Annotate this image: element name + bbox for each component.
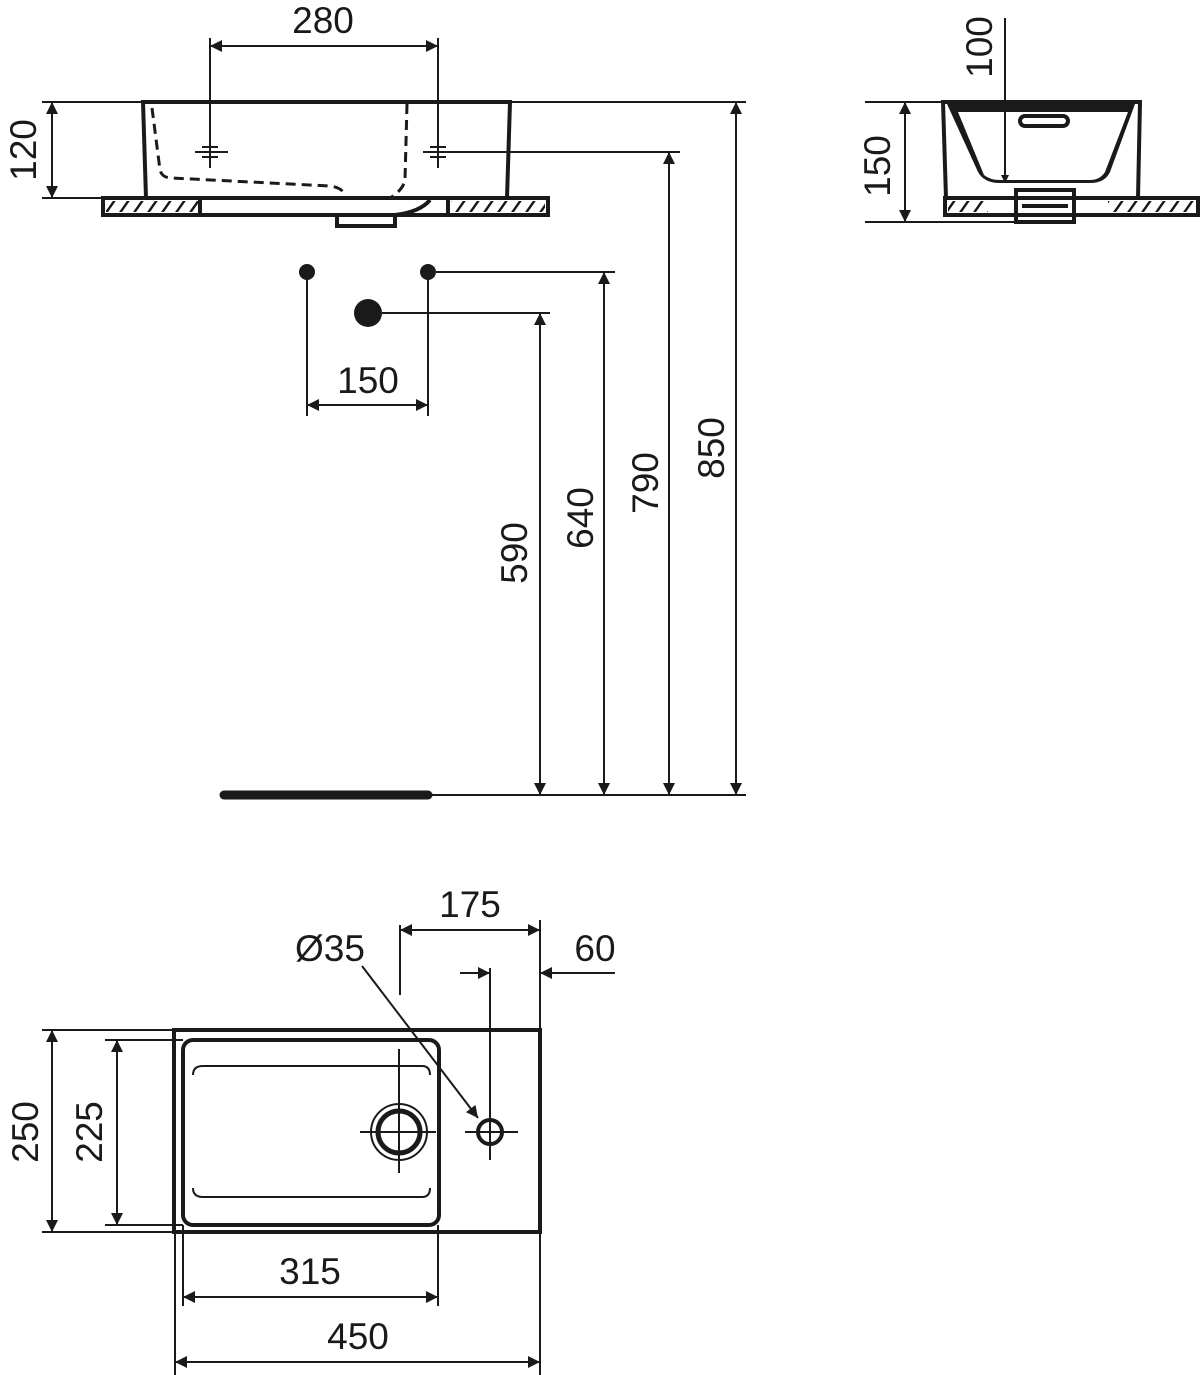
dim-280-label: 280 (292, 0, 354, 41)
tap-hole-cross-icon (195, 140, 456, 168)
dim-250-label: 250 (5, 1101, 46, 1163)
deck-plate (101, 196, 550, 217)
dim-225-label: 225 (69, 1101, 110, 1163)
waste-outlet (335, 198, 432, 228)
dim-450-label: 450 (327, 1316, 389, 1357)
dim-60-label: 60 (574, 928, 615, 969)
tap-hole-icon (465, 968, 518, 1160)
side-view: 150 100 (857, 16, 1200, 224)
side-waste-outlet (1014, 188, 1076, 224)
drain-icon (360, 1049, 436, 1173)
dim-850-label: 850 (691, 417, 732, 479)
dim-175-label: 175 (439, 884, 501, 925)
dim-100-label: 100 (959, 16, 1000, 78)
plan-outline (172, 1028, 542, 1234)
dim-790-label: 790 (625, 452, 666, 514)
front-view: 280 120 150 590 640 790 850 (3, 0, 746, 800)
dim-150-side-label: 150 (857, 135, 898, 197)
plan-view: 175 60 Ø35 250 225 315 450 (5, 884, 616, 1375)
dim-315-label: 315 (279, 1251, 341, 1292)
dim-590-label: 590 (494, 522, 535, 584)
bowl-outline (181, 1038, 441, 1227)
dim-640-label: 640 (560, 487, 601, 549)
dim-120-label: 120 (3, 119, 44, 181)
basin-outline (140, 100, 513, 200)
waste-point (354, 299, 382, 327)
bowl-hidden-line (150, 107, 347, 199)
dim-150-label: 150 (337, 360, 399, 401)
overflow-slot (1018, 114, 1070, 128)
dim-diameter-35-label: Ø35 (295, 928, 365, 969)
